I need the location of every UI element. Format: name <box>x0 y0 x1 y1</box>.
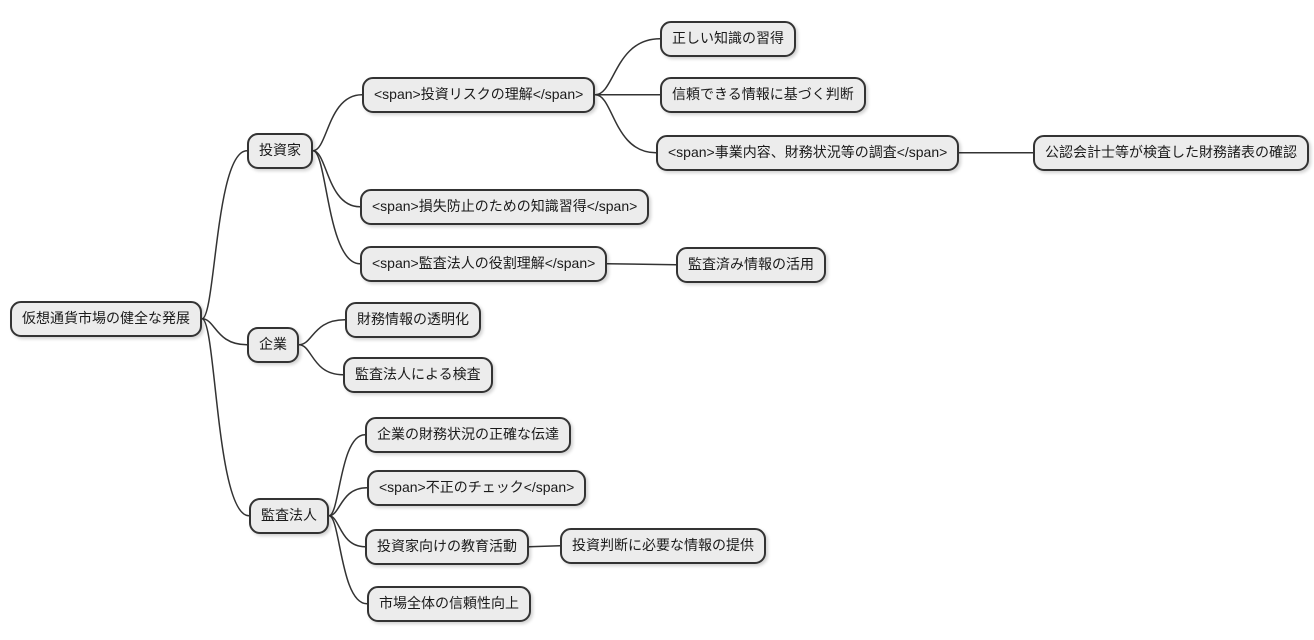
mindmap-node-companies: 企業 <box>247 327 299 363</box>
mindmap-node-reliable-judgment: 信頼できる情報に基づく判断 <box>660 77 866 113</box>
mindmap-node-loss-prevention: <span>損失防止のための知識習得</span> <box>360 189 650 225</box>
mindmap-node-root: 仮想通貨市場の健全な発展 <box>10 301 202 337</box>
mindmap-node-info-provision: 投資判断に必要な情報の提供 <box>560 528 766 564</box>
mindmap-node-risk-understanding: <span>投資リスクの理解</span> <box>362 77 596 113</box>
mindmap-node-accurate-reporting: 企業の財務状況の正確な伝達 <box>365 417 571 453</box>
mindmap-node-correct-knowledge: 正しい知識の習得 <box>660 21 796 57</box>
mindmap-node-audit-inspection: 監査法人による検査 <box>343 357 493 393</box>
mindmap-node-market-reliability: 市場全体の信頼性向上 <box>367 586 531 622</box>
mindmap-node-business-research: <span>事業内容、財務状況等の調査</span> <box>656 135 960 171</box>
mindmap-node-audited-info-use: 監査済み情報の活用 <box>676 247 826 283</box>
mindmap-node-fraud-check: <span>不正のチェック</span> <box>367 470 587 506</box>
mindmap-node-auditors: 監査法人 <box>249 498 329 534</box>
mindmap-node-investor-education: 投資家向けの教育活動 <box>365 529 529 565</box>
mindmap-node-cpa-verified-statements: 公認会計士等が検査した財務諸表の確認 <box>1033 135 1309 171</box>
mindmap-node-auditor-role: <span>監査法人の役割理解</span> <box>360 246 608 282</box>
mindmap-node-financial-transparency: 財務情報の透明化 <box>345 302 481 338</box>
mindmap-node-investors: 投資家 <box>247 133 313 169</box>
